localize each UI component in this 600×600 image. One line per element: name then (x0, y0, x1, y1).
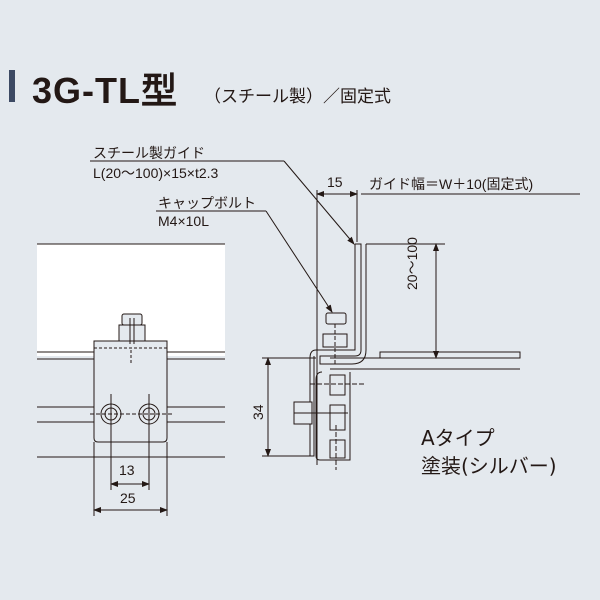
model-subtitle: （スチール製）／固定式 (204, 87, 391, 107)
bolt-name-label: キャップボルト (158, 195, 256, 211)
hole-pitch-dim: 13 (119, 462, 135, 478)
guide-depth-dim: 15 (327, 174, 343, 190)
frame-height-dim: 34 (250, 404, 266, 420)
guide-spec-label: L(20〜100)×15×t2.3 (93, 165, 219, 181)
model-title: 3G-TL型 (32, 70, 178, 111)
title-accent-bar (9, 70, 15, 102)
type-label: Aタイプ (421, 426, 495, 450)
bolt-spec-label: M4×10L (158, 213, 209, 229)
guide-name-label: スチール製ガイド (93, 145, 205, 161)
guide-height-dim: 20〜100 (404, 237, 420, 290)
finish-label: 塗装(シルバー) (421, 454, 557, 478)
bracket-width-dim: 25 (120, 490, 136, 506)
guide-width-label: ガイド幅＝W＋10(固定式) (369, 176, 534, 192)
